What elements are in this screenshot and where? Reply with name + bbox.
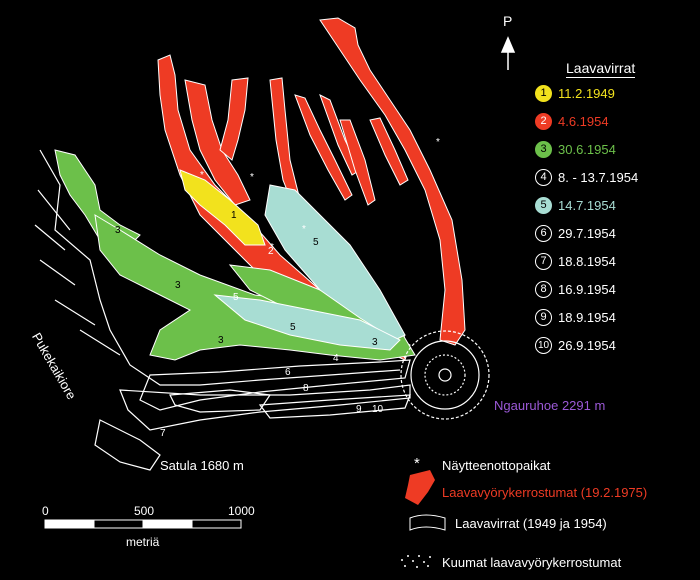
flow-number: 5 [535,196,552,214]
legend-flow-5: 5 14.7.1954 [535,194,616,216]
flow-date: 4.6.1954 [558,113,609,129]
sample-site-symbol: * [414,455,420,472]
flow-label: 9 [356,404,362,415]
saddle-label: Satula 1680 m [160,458,244,473]
flow-date: 30.6.1954 [558,141,616,157]
legend-flow-2: 2 4.6.1954 [535,110,609,132]
flow-number: 2 [535,112,552,130]
flow-label: 3 [115,225,121,236]
legend-flow-6: 6 29.7.1954 [535,222,616,244]
svg-text:*: * [302,224,306,235]
flow-date: 16.9.1954 [558,281,616,297]
flow-date: 29.7.1954 [558,225,616,241]
crater [400,330,490,420]
legend-title: Laavavirrat [566,60,636,78]
svg-text:*: * [436,137,440,148]
flow-label: 6 [285,367,291,378]
flow-number: 4 [535,168,552,186]
scale-unit: metriä [126,535,160,549]
legend-flow-8: 8 16.9.1954 [535,278,616,300]
flow-number: 1 [535,84,552,102]
flow-label: 3 [218,335,224,346]
older-lava-flows [34,149,411,471]
legend-sample-sites: Näytteenottopaikat [442,458,551,473]
flow-number: 8 [535,280,552,298]
flow-date: 14.7.1954 [558,197,616,213]
flow-label: 10 [372,404,384,415]
flow-label: 3 [175,280,181,291]
flow-label: 5 [233,292,239,303]
legend-flow-3: 3 30.6.1954 [535,138,616,160]
north-label: P [503,13,513,29]
scale-bar [44,519,242,529]
legend-flow-1: 1 11.2.1949 [535,82,615,104]
legend-hot-deposits: Kuumat laavavyörykerrostumat [442,555,622,570]
legend-flow-9: 9 18.9.1954 [535,306,616,328]
legend-flow-7: 7 18.8.1954 [535,250,616,272]
legend-flow-4: 4 8. - 13.7.1954 [535,166,638,188]
flow-label: 5 [313,237,319,248]
legend-flow-10: 10 26.9.1954 [535,334,616,356]
flow-label: 2 [268,246,274,257]
flow-date: 11.2.1949 [558,85,615,101]
north-arrow-icon [500,36,516,70]
scale-tick-500: 500 [134,504,155,518]
scale-tick-0: 0 [42,504,49,518]
legend-avalanche-1975: Laavavyörykerrostumat (19.2.1975) [442,485,648,500]
flow-date: 26.9.1954 [558,337,616,353]
flow-date: 18.8.1954 [558,253,616,269]
flow-number: 3 [535,140,552,158]
legend-symbols [401,470,446,568]
volcano-label: Ngauruhoe 2291 m [494,398,606,413]
flow-date: 18.9.1954 [558,309,616,325]
svg-text:*: * [250,172,254,183]
flow-label: 4 [333,353,339,364]
flow-label: 3 [372,337,378,348]
flow-label: 7 [160,428,166,439]
flow-label: 1 [231,210,237,221]
svg-text:*: * [200,170,204,181]
sample-site-markers: * * * * * [200,137,440,253]
flow-number: 9 [535,308,552,326]
flow-number: 10 [535,336,552,354]
svg-text:*: * [270,242,274,253]
scale-tick-1000: 1000 [228,504,255,518]
flow-label: 8 [303,383,309,394]
flow-label: 5 [290,322,296,333]
yellow-lava-flow [179,169,266,246]
legend-lava-flows: Laavavirrat (1949 ja 1954) [455,516,607,531]
flow-number: 6 [535,224,552,242]
cyan-lava-flows [213,184,406,351]
flow-number: 7 [535,252,552,270]
flow-date: 8. - 13.7.1954 [558,169,639,185]
